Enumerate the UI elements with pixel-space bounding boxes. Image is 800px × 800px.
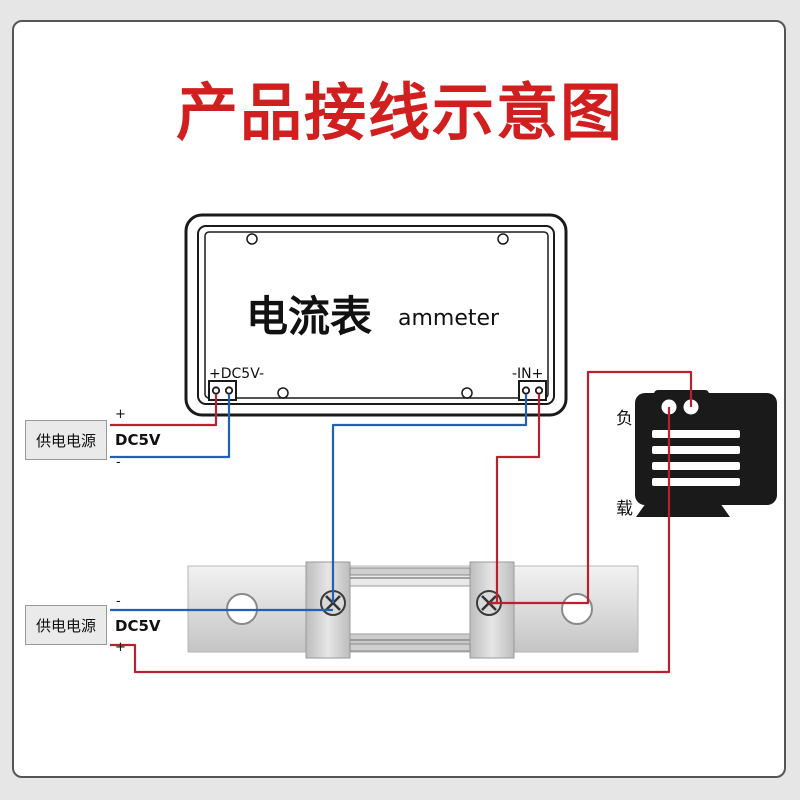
mount-hole [246,233,258,245]
supply-bottom-voltage: DC5V [115,617,161,635]
ammeter-module [184,213,568,417]
supply-bottom-minus: - [116,594,121,609]
wires [110,370,693,674]
supply-top-minus: - [116,455,121,470]
supply-label-top: 供电电源 [35,431,96,450]
mount-hole [277,387,289,399]
power-terminal-label: +DC5V- [209,366,264,382]
load-motor [635,390,777,517]
supply-top-voltage: DC5V [115,431,161,449]
meter-name-cn: 电流表 [246,292,373,341]
meter-name-en: ammeter [398,306,500,331]
power-terminal-block [208,380,237,401]
load-label-bottom: 载 [616,499,633,519]
supply-label-bottom: 供电电源 [35,616,96,635]
wire-top-supply-negative [110,394,231,459]
mount-hole [461,387,473,399]
supply-box-top: 供电电源 [25,420,107,460]
shunt-mount-hole [561,593,593,625]
wire-top-supply-positive [110,394,218,427]
wire-shunt-to-load [489,370,693,605]
wire-in-negative [331,394,528,603]
supply-box-bottom: 供电电源 [25,605,107,645]
input-terminal-label: -IN+ [512,366,543,382]
supply-top-plus: + [115,407,126,422]
load-label-top: 负 [616,409,633,429]
mount-hole [497,233,509,245]
wire-bottom-supply-positive [110,407,671,674]
diagram-title: 产品接线示意图 [175,76,624,149]
input-terminal-block [518,380,547,401]
supply-bottom-plus: + [115,640,126,655]
